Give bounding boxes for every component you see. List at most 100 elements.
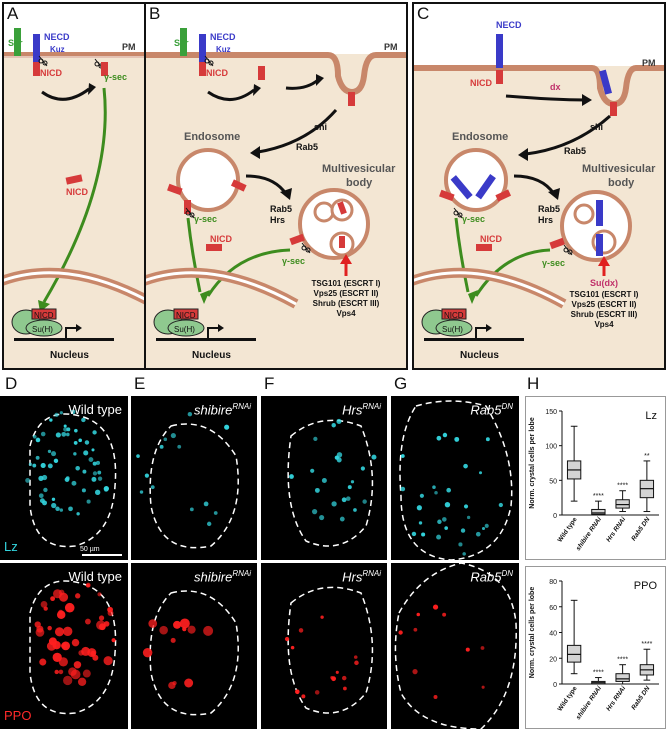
cell-spot <box>68 506 73 512</box>
category-label: Rab5 DN <box>630 516 651 542</box>
cell-spot <box>63 427 68 432</box>
cell-spot <box>353 655 358 659</box>
cell-spot <box>86 499 91 504</box>
panel-letter-f: F <box>264 374 275 393</box>
cell-spot <box>224 424 230 430</box>
cell-spot <box>51 451 57 457</box>
cell-spot <box>480 646 485 650</box>
cell-spot <box>347 485 352 490</box>
cell-spot <box>47 449 52 454</box>
cell-spot <box>444 526 448 530</box>
nucleus-label: Nucleus <box>192 350 231 361</box>
cell-spot <box>479 471 483 475</box>
nicd-nuclear-label: NICD <box>444 311 464 320</box>
cell-spot <box>335 670 339 674</box>
cell-spot <box>301 694 306 699</box>
cell-spot <box>481 685 485 689</box>
cell-spot <box>40 601 48 608</box>
cell-spot <box>103 485 110 492</box>
cell-spot <box>40 462 46 469</box>
cell-spot <box>91 476 97 482</box>
chart-title: PPO <box>634 580 658 592</box>
cell-spot <box>400 454 405 458</box>
cell-spot <box>339 516 345 522</box>
rab5-label: Rab5 <box>296 142 318 152</box>
cell-spot <box>442 612 447 617</box>
cell-spot <box>83 450 89 456</box>
y-axis-label: Norm. crystal cells per lobe <box>529 587 536 679</box>
scale-bar <box>82 554 122 556</box>
micrograph-e-lz: shibireRNAi <box>131 396 257 560</box>
mvb-label-2: body <box>608 177 635 189</box>
cell-spot <box>460 528 466 533</box>
genotype-label: Rab5DN <box>470 569 513 585</box>
cell-spot <box>310 468 315 473</box>
box <box>615 673 630 682</box>
cell-spot <box>436 435 442 441</box>
cell-spot <box>179 618 190 629</box>
cell-spot <box>86 583 91 588</box>
cell-spot <box>331 501 337 507</box>
dx-label: dx <box>550 82 561 92</box>
cell-spot <box>446 487 452 493</box>
micrograph-g-ppo: Rab5DN <box>391 563 519 729</box>
category-label: Wild type <box>556 685 578 713</box>
mvb-label-2: body <box>346 177 373 189</box>
cell-spot <box>454 436 460 442</box>
escrt-line-2: Vps25 (ESCRT II) <box>572 300 637 309</box>
cell-spot <box>398 630 403 635</box>
cell-spot <box>59 508 64 512</box>
cell-spot <box>78 650 84 656</box>
gamma-secretase-label: γ-sec <box>462 214 485 224</box>
cell-spot <box>463 504 469 509</box>
cell-spot <box>432 604 439 610</box>
cell-spot <box>52 641 61 650</box>
category-label: shibire RNAi <box>575 516 603 552</box>
cell-spot <box>54 669 59 675</box>
cell-spot <box>416 505 422 511</box>
cell-spot <box>77 677 87 686</box>
endosome <box>176 148 240 212</box>
cell-spot <box>442 432 448 438</box>
cell-spot <box>103 621 110 627</box>
cell-spot <box>28 462 33 467</box>
cell-spot <box>331 676 337 682</box>
significance-label: **** <box>641 641 652 648</box>
cell-spot <box>434 490 438 495</box>
nicd-bar <box>33 62 40 76</box>
necd-label: NECD <box>44 32 70 42</box>
cell-spot <box>71 480 77 486</box>
lz-marker-label: Lz <box>4 539 18 554</box>
cell-spot <box>73 661 82 669</box>
cell-spot <box>53 589 63 599</box>
cell-spot <box>55 506 60 512</box>
hrs-label: Hrs <box>270 215 285 225</box>
box <box>615 499 630 509</box>
panel-letter-g: G <box>394 374 408 393</box>
cell-spot <box>362 499 367 504</box>
rab5-label-2: Rab5 <box>538 204 560 214</box>
micrograph-d-lz: Wild type Lz 50 µm <box>0 396 128 560</box>
necd-label: NECD <box>210 32 236 42</box>
nicd-free-label: NICD <box>480 234 502 244</box>
cell-spot <box>85 618 91 625</box>
gamma-secretase-label-2: γ-sec <box>542 258 565 268</box>
cell-spot <box>360 466 365 471</box>
nucleus-label: Nucleus <box>460 350 499 361</box>
ser-ligand <box>14 28 21 56</box>
cell-spot <box>92 430 97 435</box>
cell-spot <box>331 423 336 428</box>
cell-spot <box>481 526 486 531</box>
cell-spot <box>98 615 105 621</box>
cell-spot <box>475 531 481 537</box>
cell-spot <box>336 418 342 424</box>
cell-spot <box>97 470 102 475</box>
cell-spot <box>442 517 447 522</box>
endosome-label: Endosome <box>452 131 508 143</box>
cell-spot <box>319 514 325 521</box>
escrt-line-3: Shrub (ESCRT III) <box>313 299 380 308</box>
cell-spot <box>73 452 77 456</box>
